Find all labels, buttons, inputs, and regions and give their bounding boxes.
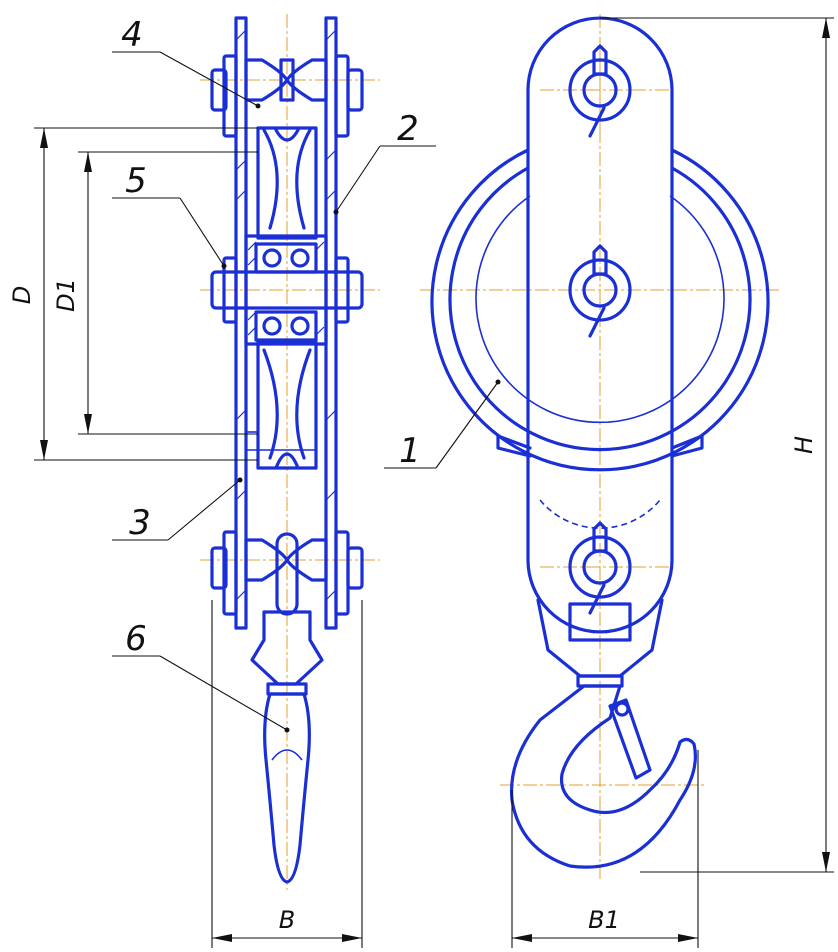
dimension-b1: B1 bbox=[511, 750, 699, 948]
center-lines bbox=[200, 14, 780, 890]
dimension-d: D bbox=[8, 127, 258, 461]
callout-1: 1 bbox=[384, 379, 501, 471]
callout-label-1: 1 bbox=[399, 431, 421, 471]
callout-2: 2 bbox=[333, 109, 436, 215]
dim-label-b1: B1 bbox=[588, 906, 620, 934]
callout-label-4: 4 bbox=[121, 15, 143, 55]
dimension-h: H bbox=[600, 17, 834, 873]
callout-label-3: 3 bbox=[129, 503, 151, 543]
callout-label-6: 6 bbox=[125, 619, 147, 659]
sheave-section bbox=[246, 126, 318, 470]
callout-label-5: 5 bbox=[125, 161, 147, 201]
callout-4: 4 bbox=[112, 15, 261, 109]
dim-label-d1: D1 bbox=[52, 278, 80, 312]
dimension-b: B bbox=[211, 600, 363, 948]
axle bbox=[210, 256, 364, 324]
callout-label-2: 2 bbox=[397, 109, 419, 149]
swivel-yoke bbox=[536, 598, 664, 688]
dim-label-h: H bbox=[790, 436, 818, 454]
side-view bbox=[210, 16, 364, 884]
bottom-bolt-front bbox=[568, 521, 632, 615]
callout-3: 3 bbox=[112, 477, 243, 543]
dim-label-d: D bbox=[8, 286, 36, 304]
bottom-spacer-roller bbox=[210, 530, 364, 616]
callout-5: 5 bbox=[112, 161, 227, 269]
top-spacer-roller bbox=[210, 54, 364, 138]
side-plate-front bbox=[526, 16, 674, 634]
top-bolt-front bbox=[568, 44, 632, 138]
front-view bbox=[430, 16, 770, 869]
dimension-d1: D1 bbox=[52, 151, 258, 435]
hook-front bbox=[509, 684, 697, 869]
callout-6: 6 bbox=[112, 619, 290, 733]
sheave-front bbox=[430, 148, 770, 529]
center-bolt-front bbox=[568, 244, 632, 338]
dim-label-b: B bbox=[279, 906, 295, 934]
hook-side bbox=[250, 532, 324, 884]
